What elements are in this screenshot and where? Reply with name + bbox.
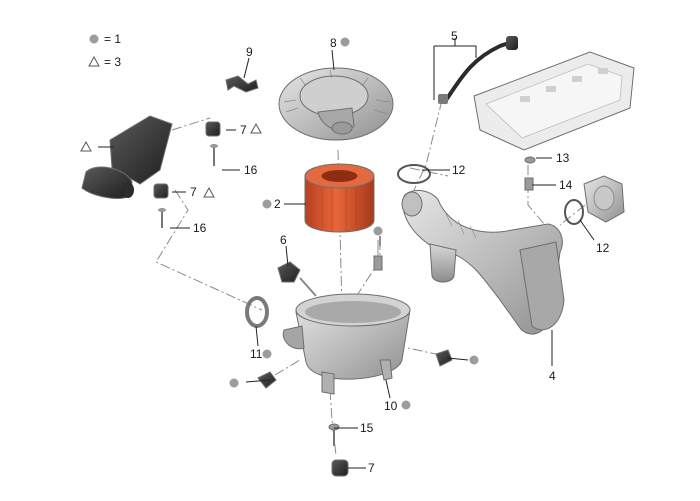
part-8-airbox-cover — [278, 67, 394, 141]
callout-9: 9 — [246, 45, 253, 59]
part-2-filter-element — [304, 163, 375, 233]
legend-triangle-icon — [88, 55, 100, 67]
part-6-sensor — [277, 261, 317, 297]
legend-dot-icon — [89, 34, 99, 44]
part-15-bolt — [328, 423, 340, 446]
side-clip-right — [435, 349, 453, 367]
callout-12-lower: 12 — [596, 241, 610, 255]
callout-5: 5 — [451, 29, 458, 43]
callout-16-lower: 16 — [193, 221, 207, 235]
callout-12-upper: 12 — [452, 163, 466, 177]
intake-duct-left — [81, 115, 173, 199]
callout-8: 8 — [330, 36, 337, 50]
leader-lines — [98, 38, 595, 469]
legend-dot-label: = 1 — [104, 32, 121, 46]
part-7-clip-middle — [153, 183, 169, 199]
callout-10: 10 — [384, 399, 398, 413]
part-4-intake-pipe — [401, 189, 565, 335]
part-13-sensor-cap — [524, 156, 536, 164]
part-9-bracket — [225, 75, 259, 93]
callout-6: 6 — [280, 233, 287, 247]
legend: = 1 = 3 — [88, 32, 121, 69]
part-12-clamp-upper — [397, 164, 431, 184]
throttle-body — [583, 175, 625, 223]
callout-labels: 9 8 5 7 16 7 16 2 12 6 11 10 15 7 13 14 … — [190, 29, 610, 475]
legend-triangle-label: = 3 — [104, 55, 121, 69]
connector-small — [373, 240, 383, 271]
callout-11: 11 — [250, 347, 263, 361]
part-7-clip-bottom — [331, 459, 349, 477]
callout-15: 15 — [360, 421, 374, 435]
callout-4: 4 — [549, 369, 556, 383]
part-14-sensor — [524, 177, 534, 191]
callout-2: 2 — [274, 197, 281, 211]
callout-7-upper: 7 — [240, 123, 247, 137]
part-10-airbox-housing — [282, 293, 411, 395]
callout-16-upper: 16 — [244, 163, 258, 177]
part-12-clamp-lower — [564, 199, 584, 225]
callout-7-middle: 7 — [190, 185, 197, 199]
quantity-markers — [80, 37, 479, 410]
part-16-bolt-upper — [210, 144, 218, 166]
callout-7-bottom: 7 — [368, 461, 375, 475]
part-7-clip-upper — [205, 121, 221, 137]
part-11-clamp — [245, 296, 269, 328]
part-5-breather-hose — [438, 36, 518, 104]
callout-13: 13 — [556, 151, 570, 165]
engine-valve-cover — [473, 51, 635, 151]
callout-14: 14 — [559, 178, 573, 192]
part-16-bolt-lower — [158, 208, 166, 228]
